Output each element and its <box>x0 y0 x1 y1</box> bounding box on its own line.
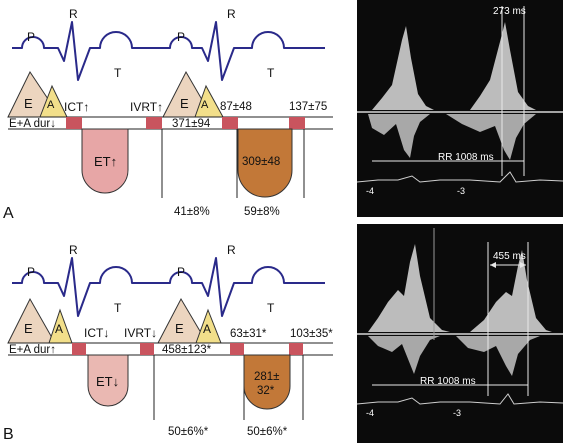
interval-block-a2 <box>289 117 305 129</box>
ecg-r-label-a2: R <box>227 7 236 21</box>
rr-label-bottom: RR 1008 ms <box>420 376 476 387</box>
caliper-arrowhead-right <box>520 262 526 268</box>
panel-label-a: A <box>3 205 14 222</box>
rr-label-top: RR 1008 ms <box>438 152 494 163</box>
et-label-b: ET↓ <box>96 374 119 389</box>
et-shape-a <box>81 128 129 194</box>
e-label-a1: E <box>24 96 33 111</box>
filling-time-b: 458±123* <box>162 344 212 356</box>
ivrt-block-b <box>140 343 154 355</box>
second-wave-shape-a <box>237 128 293 198</box>
doppler-flow-top-2 <box>470 22 536 110</box>
doppler-flow-top-1 <box>372 26 434 110</box>
ecg-t-label-b1: T <box>114 301 122 315</box>
ict-block-b <box>72 343 86 355</box>
doppler-flow-top-4 <box>470 250 552 332</box>
ict-block-a <box>66 117 82 129</box>
panel-b: P R T P R T E A E A ICT↓ IVRT↓ E+A dur↑ … <box>3 243 333 443</box>
tick-1-top: -4 <box>366 186 374 196</box>
ea-dur-label-b: E+A dur↑ <box>9 344 56 356</box>
interval-2-a: 137±75 <box>289 101 327 113</box>
doppler-image-bottom: 455 ms RR 1008 ms -4 -3 <box>356 224 563 443</box>
ecg-trace-a <box>12 21 325 81</box>
interval-1-a: 87±48 <box>220 101 252 113</box>
ecg-r-label-b2: R <box>227 243 236 257</box>
ecg-p-label-a2: P <box>177 30 185 44</box>
doppler-flow-bottom-4 <box>456 336 540 376</box>
panel-label-b: B <box>3 426 14 443</box>
interval-block-b2 <box>289 343 303 355</box>
ecg-t-label-a1: T <box>114 66 122 80</box>
interval-2-b: 103±35* <box>290 328 333 340</box>
e-label-a2: E <box>180 96 189 111</box>
e-label-b2: E <box>175 321 184 336</box>
ecg-trace-b <box>12 257 325 317</box>
tick-2-bottom: -3 <box>453 408 461 418</box>
et-shape-b <box>87 354 129 407</box>
a-label-b2: A <box>203 322 211 336</box>
ecg-strip-bottom <box>356 393 563 405</box>
pct-1-b: 50±6%* <box>168 426 209 438</box>
ict-label-b: ICT↓ <box>84 326 109 340</box>
a-label-b1: A <box>55 322 63 336</box>
ivrt-block-a <box>146 117 162 129</box>
tick-1-bottom: -4 <box>366 408 374 418</box>
tick-2-top: -3 <box>457 186 465 196</box>
a-label-a1: A <box>47 99 55 111</box>
a-label-a2: A <box>201 99 209 111</box>
doppler-flow-bottom-1 <box>368 114 430 158</box>
ecg-p-label-b2: P <box>177 265 185 279</box>
ea-dur-label-a: E+A dur↓ <box>9 118 56 130</box>
second-wave-label-a: 309±48 <box>242 156 280 168</box>
doppler-flow-bottom-3 <box>368 336 440 374</box>
second-wave-label-b-2: 32* <box>257 385 275 397</box>
e-label-b1: E <box>24 321 33 336</box>
pct-2-b: 50±6%* <box>247 426 288 438</box>
panel-a: P R T P R T E A E A ICT↑ IVRT↑ E+A dur↓ <box>3 7 333 222</box>
pct-1-a: 41±8% <box>174 206 210 218</box>
doppler-image-top: 273 ms RR 1008 ms -4 -3 <box>356 0 563 217</box>
caliper-arrowhead-left <box>490 262 496 268</box>
ecg-t-label-b2: T <box>267 301 275 315</box>
ecg-t-label-a2: T <box>267 66 275 80</box>
ecg-p-label-a1: P <box>27 30 35 44</box>
ict-label-a: ICT↑ <box>64 100 89 114</box>
interval-block-b1 <box>230 343 244 355</box>
second-wave-label-b-1: 281± <box>254 371 280 383</box>
second-wave-shape-b <box>243 354 291 410</box>
ecg-strip-top <box>356 171 563 183</box>
pct-2-a: 59±8% <box>244 206 280 218</box>
ecg-r-label-b1: R <box>69 243 78 257</box>
interval-1-b: 63±31* <box>230 328 267 340</box>
doppler-flow-top-3 <box>368 244 450 332</box>
ivrt-label-a: IVRT↑ <box>130 100 163 114</box>
ivrt-label-b: IVRT↓ <box>124 326 157 340</box>
ecg-r-label-a1: R <box>69 7 78 21</box>
ecg-p-label-b1: P <box>27 265 35 279</box>
et-label-a: ET↑ <box>94 154 117 169</box>
doppler-flow-bottom-2 <box>446 114 536 160</box>
filling-time-a: 371±94 <box>172 118 211 130</box>
interval-block-a1 <box>222 117 238 129</box>
caliper-measure-bottom: 455 ms <box>493 251 526 262</box>
caliper-measure-top: 273 ms <box>493 6 526 17</box>
